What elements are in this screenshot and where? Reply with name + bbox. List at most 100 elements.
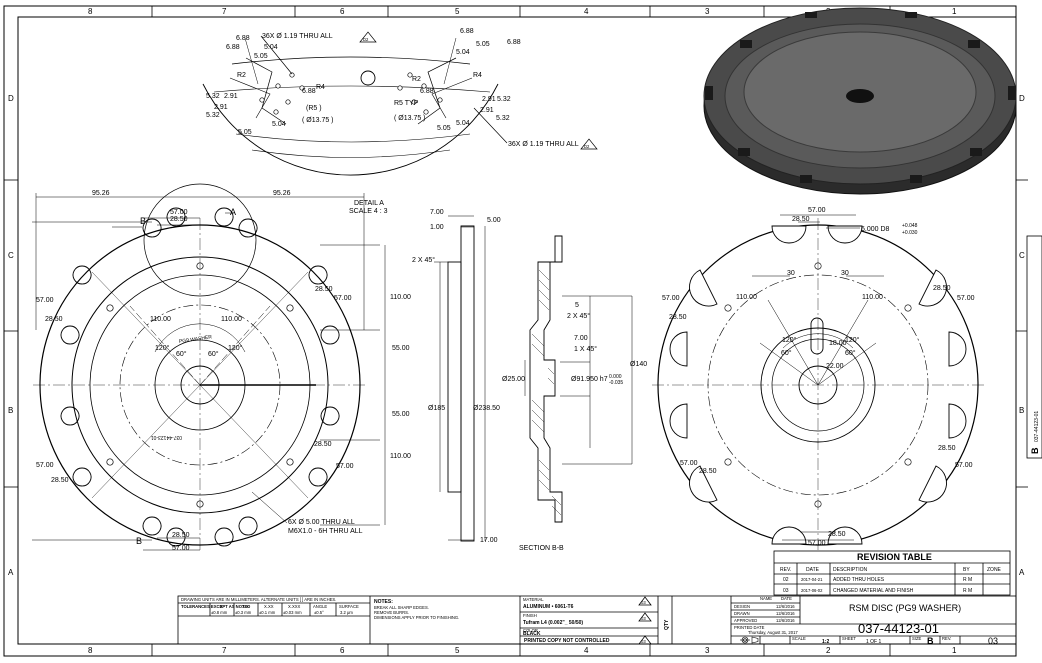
zone-col-8-bottom: 8 xyxy=(88,646,93,655)
front-hole-note-1: 6X Ø 5.00 THRU ALL xyxy=(288,519,355,526)
revision-cell: R M xyxy=(963,577,972,583)
scale-label: SCALE xyxy=(792,636,806,641)
sheet-value: 1 OF 1 xyxy=(866,639,882,645)
back-dim: 18.00 xyxy=(829,340,847,347)
front-dim: 55.00 xyxy=(392,411,410,418)
side-view-labels: 7.00 5.00 1.00 2 X 45° Ø185 Ø238.50 17.0… xyxy=(412,209,501,544)
front-dim: 110.00 xyxy=(150,316,171,323)
back-dim: 57.00 xyxy=(662,295,680,302)
projection-icon xyxy=(740,636,759,644)
detail-dim: 2.91 xyxy=(480,107,494,114)
zone-row-a: A xyxy=(8,568,14,577)
date-design: 12/6/2016 xyxy=(776,604,795,609)
side-tab-number: 037-44123-01 xyxy=(1034,411,1040,442)
side-view xyxy=(434,215,486,542)
note-line: DIMENSIONS APPLY PRIOR TO FINISHING. xyxy=(374,615,459,620)
section-chamfer-1: 1 X 45° xyxy=(574,345,597,353)
side-tab: B 037-44123-01 xyxy=(1026,235,1042,459)
back-dim: 110.00 xyxy=(736,294,757,301)
size-value: B xyxy=(927,636,934,646)
detail-callout-tag-2: D2 xyxy=(584,144,590,149)
rev-label: REV. xyxy=(942,636,951,641)
back-dim: 57.00 xyxy=(957,295,975,302)
detail-dim: 5.04 xyxy=(456,49,470,56)
qty-label: QTY xyxy=(664,619,670,630)
detail-dim: 2.91 xyxy=(224,93,238,100)
zone-col-1: 1 xyxy=(952,7,957,16)
drawing-number: 037-44123-01 xyxy=(858,621,939,636)
back-dim: 22.00 xyxy=(826,363,844,370)
front-dim: 55.00 xyxy=(392,345,410,352)
front-dim: 28.50 xyxy=(170,216,188,223)
zone-labels: 8 7 6 5 4 3 2 1 8 7 6 5 4 3 2 1 D C B A … xyxy=(8,7,1025,655)
section-dim-5: 5 xyxy=(575,302,579,309)
zone-col-6-bottom: 6 xyxy=(340,646,345,655)
zone-row-c-right: C xyxy=(1019,251,1025,260)
printed-date: Thursday, August 31, 2017 xyxy=(748,630,798,635)
title-block: DRAWING UNITS ARE IN MILLIMETERS. ALTERN… xyxy=(177,595,1017,646)
tol-value: 3.2 μm xyxy=(340,610,353,615)
section-chamfer-2: 2 X 45° xyxy=(567,312,590,320)
section-tol-lo: -0.035 xyxy=(609,380,623,386)
detail-dim: R4 xyxy=(473,72,482,79)
back-dim: 57.00 xyxy=(955,462,973,469)
back-dim: 57.00 xyxy=(808,540,826,547)
detail-scale: SCALE 4 : 3 xyxy=(349,208,388,215)
detail-dim: 6.88 xyxy=(420,88,434,95)
side-dim-1: 1.00 xyxy=(430,224,444,231)
zone-col-6: 6 xyxy=(340,7,345,16)
back-tol-lo: +0.030 xyxy=(902,230,918,236)
tolerance-label: TOLERANCES EXCEPT AS NOTED xyxy=(181,604,250,609)
zone-col-5-bottom: 5 xyxy=(455,646,460,655)
zone-col-7-bottom: 7 xyxy=(222,646,227,655)
side-dia-238: Ø238.50 xyxy=(473,405,500,412)
note-line: REMOVE BURRS. xyxy=(374,610,409,615)
scale-value: 1:2 xyxy=(822,639,829,645)
tol-header: ANGLE xyxy=(313,604,327,609)
side-dim-5: 5.00 xyxy=(487,217,501,224)
front-dim: 28.50 xyxy=(172,532,190,539)
date-drawn: 12/6/2016 xyxy=(776,611,795,616)
section-title: SECTION B-B xyxy=(519,545,564,552)
detail-dim: 5.32 xyxy=(496,115,510,122)
back-view-labels: 57.00 28.50 6.000 D8 +0.048 +0.030 30 30… xyxy=(662,207,975,547)
section-dim-7: 7.00 xyxy=(574,335,588,342)
front-section-label-b-bottom: B xyxy=(136,536,142,546)
back-dim: 110.00 xyxy=(862,294,883,301)
zone-row-b: B xyxy=(8,406,13,415)
revision-header: REV. xyxy=(780,567,791,573)
revision-cell: 03 xyxy=(783,588,789,594)
zone-col-1-bottom: 1 xyxy=(952,646,957,655)
front-dim: 28.50 xyxy=(315,286,333,293)
detail-dim: 5.05 xyxy=(238,129,252,136)
front-angle: 60° xyxy=(208,350,219,358)
front-dim: 57.00 xyxy=(36,462,54,469)
zone-col-8: 8 xyxy=(88,7,93,16)
revision-cell: ADDED THRU HOLES xyxy=(833,577,885,583)
detail-r5-typ: R5 TYP xyxy=(394,100,419,107)
role-design: DESIGN xyxy=(734,604,750,609)
detail-dim: R4 xyxy=(316,84,325,91)
front-dim: 57.00 xyxy=(170,209,188,216)
tol-value: ±0.03 mm xyxy=(283,610,302,615)
detail-dim: 5.04 xyxy=(456,120,470,127)
detail-dim: 6.88 xyxy=(236,35,250,42)
side-dim-7: 7.00 xyxy=(430,209,444,216)
role-approved: APPROVED xyxy=(734,618,757,623)
detail-a-view xyxy=(202,37,499,176)
detail-r5: (R5 ) xyxy=(306,105,322,112)
front-dim: 110.00 xyxy=(390,453,411,460)
side-chamfer: 2 X 45° xyxy=(412,256,435,264)
detail-dim: R2 xyxy=(412,76,421,83)
front-dim: 57.00 xyxy=(336,463,354,470)
zone-row-d: D xyxy=(8,94,14,103)
front-angle: 120° xyxy=(155,344,170,352)
section-tol-hi: 0.000 xyxy=(609,374,622,380)
sheet-label: SHEET xyxy=(842,636,856,641)
drawing-title: RSM DISC (PG9 WASHER) xyxy=(849,603,961,613)
detail-title: DETAIL A xyxy=(354,200,384,207)
zone-col-3: 3 xyxy=(705,7,710,16)
finish-value: Tufram L4 (0.002"_ 50/50) xyxy=(523,620,583,626)
back-dim: 57.00 xyxy=(680,460,698,467)
